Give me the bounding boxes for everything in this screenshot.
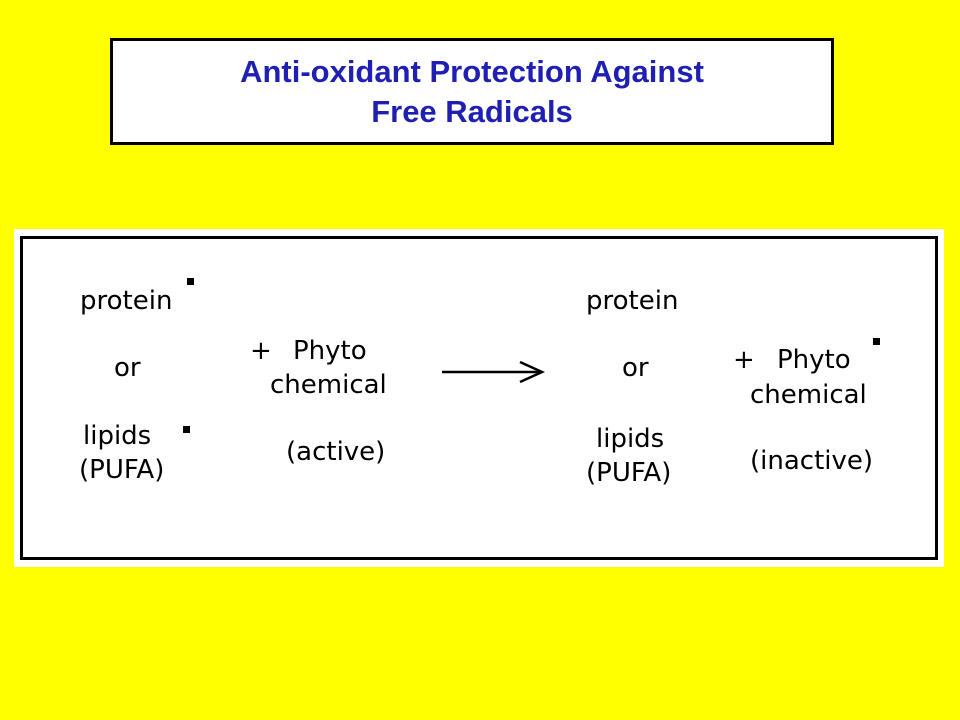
radical-dot-icon [187, 278, 194, 285]
product-lipids: lipids [596, 424, 665, 454]
reactant-protein: protein [80, 286, 173, 316]
title-box: Anti-oxidant Protection Against Free Rad… [110, 38, 834, 145]
product-protein: protein [586, 286, 679, 316]
reaction-frame [20, 236, 938, 560]
chemical-label: chemical [270, 370, 387, 400]
phyto-label: Phyto [777, 345, 851, 375]
active-state-label: (active) [286, 437, 386, 467]
reactant-or: or [114, 353, 141, 383]
radical-dot-icon [873, 338, 880, 345]
phyto-label: Phyto [293, 336, 367, 366]
plus-sign: + [250, 336, 272, 366]
slide-title-line-1: Anti-oxidant Protection Against [240, 53, 704, 89]
slide-title-line-2: Free Radicals [371, 93, 573, 129]
reactant-lipids: lipids [83, 421, 152, 451]
reactant-pufa: (PUFA) [79, 455, 165, 485]
radical-dot-icon [183, 426, 190, 433]
product-or: or [622, 353, 649, 383]
plus-sign: + [733, 345, 755, 375]
product-pufa: (PUFA) [586, 458, 672, 488]
reaction-panel [14, 229, 944, 567]
inactive-state-label: (inactive) [750, 446, 874, 476]
chemical-label: chemical [750, 380, 867, 410]
right-arrow-icon [442, 360, 546, 384]
